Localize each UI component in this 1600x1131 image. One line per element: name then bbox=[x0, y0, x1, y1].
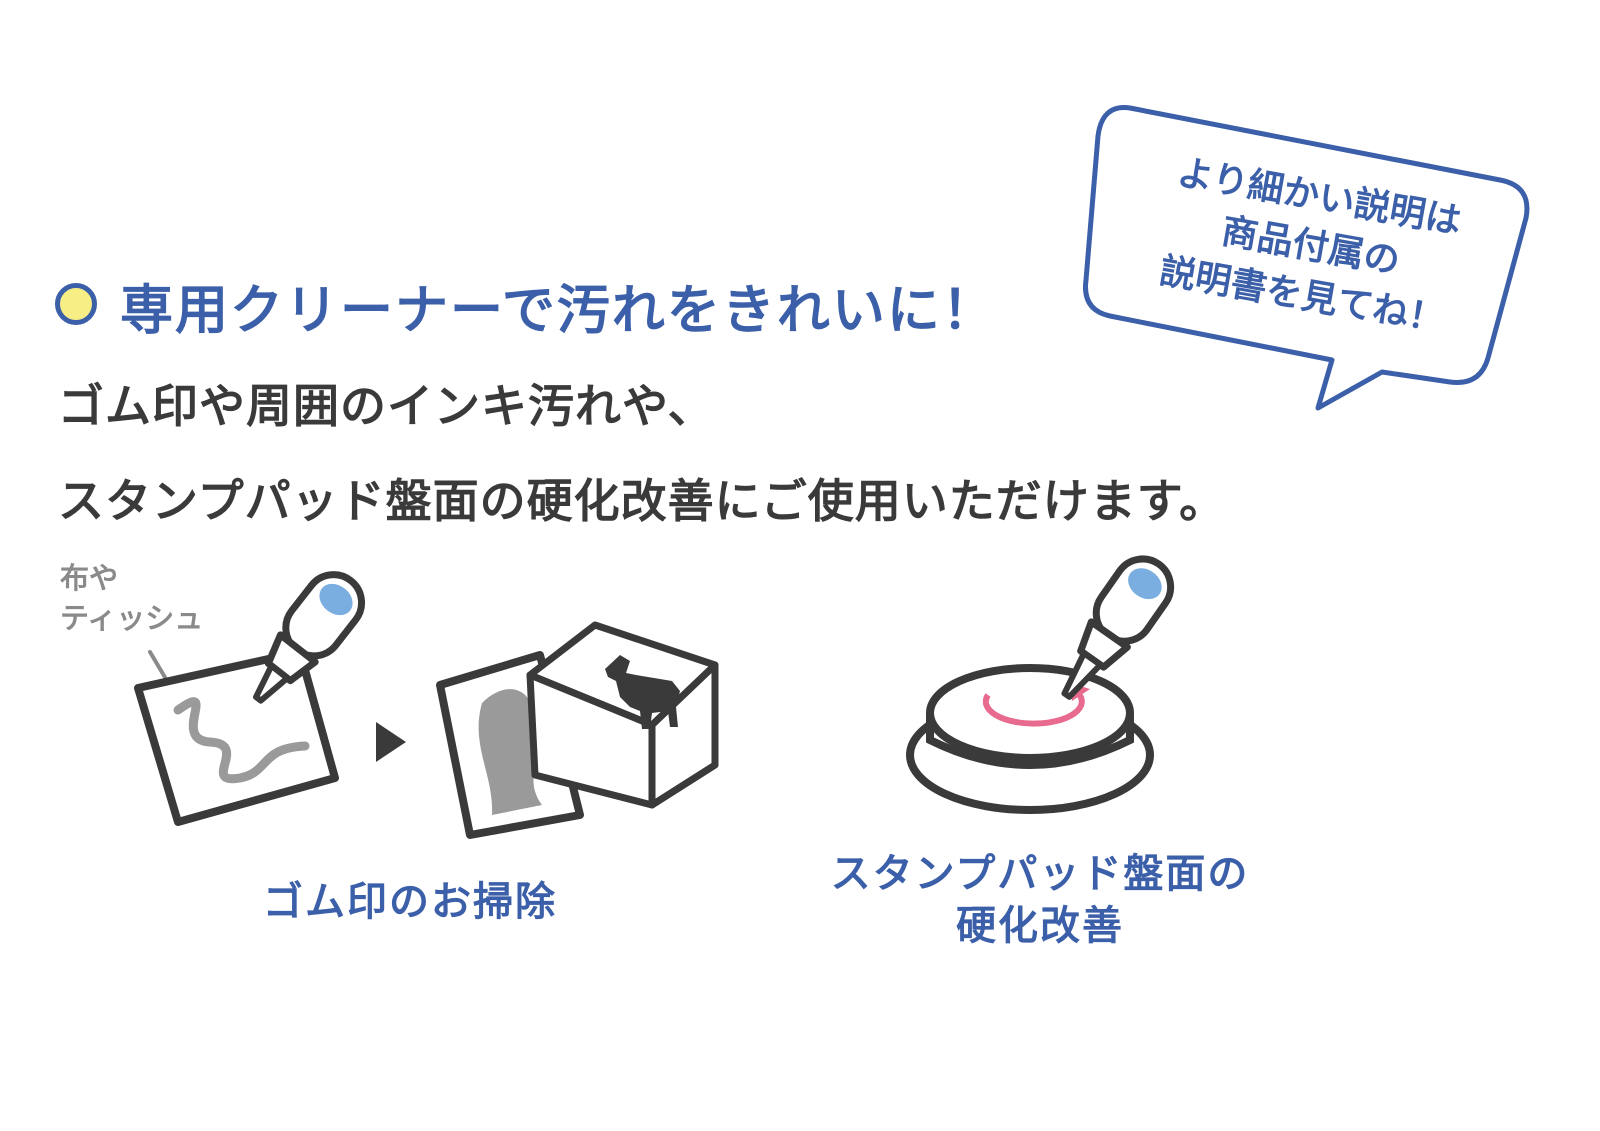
caption-pad-line-2: 硬化改善 bbox=[956, 903, 1124, 949]
rubber-stamp-horse-icon bbox=[526, 621, 719, 809]
description-line-2: スタンプパッド盤面の硬化改善にご使用いただけます。 bbox=[58, 474, 1227, 528]
stamp-cleaning-illustration bbox=[436, 621, 719, 839]
description-line-1: ゴム印や周囲のインキ汚れや、 bbox=[58, 379, 715, 433]
play-triangle-icon bbox=[376, 722, 406, 762]
stamp-pad-icon bbox=[906, 664, 1154, 814]
cleaner-bottle-icon bbox=[253, 571, 366, 704]
stamp-pad-illustration bbox=[906, 555, 1175, 814]
caption-pad-line-1: スタンプパッド盤面の bbox=[830, 851, 1250, 897]
speech-bubble: より細かい説明は 商品付属の 説明書を見てね！ bbox=[1083, 105, 1530, 411]
page-title: 専用クリーナーで汚れをきれいに！ bbox=[120, 280, 997, 341]
cleaner-bottle-icon bbox=[1061, 555, 1175, 700]
note-line-2: ティッシュ bbox=[60, 601, 204, 635]
cloth-tissue-note: 布や ティッシュ bbox=[60, 558, 203, 638]
note-line-1: 布や bbox=[60, 561, 119, 595]
caption-stamp-cleaning: ゴム印のお掃除 bbox=[263, 879, 557, 925]
heading-bullet-icon bbox=[55, 283, 97, 325]
caption-pad-improvement: スタンプパッド盤面の 硬化改善 bbox=[800, 848, 1280, 952]
cloth-cleaning-illustration bbox=[134, 571, 366, 826]
